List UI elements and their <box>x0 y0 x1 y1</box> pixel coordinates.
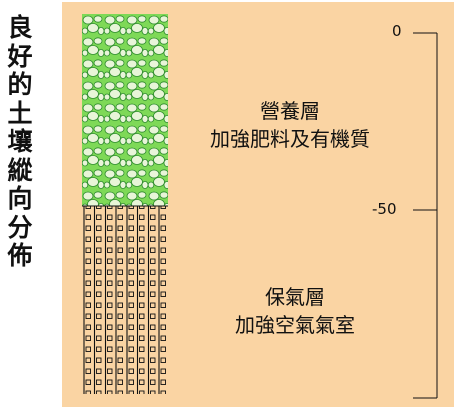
tick-label-0: 0 <box>392 22 402 40</box>
nutrient-layer-desc: 加強肥料及有機質 <box>210 127 370 151</box>
soil-column <box>82 14 168 394</box>
air-layer-name: 保氣層 <box>265 285 325 309</box>
nutrient-layer-name: 營養層 <box>260 99 320 123</box>
nutrient-layer-label: 營養層 加強肥料及有機質 <box>185 97 395 153</box>
tick-label-50: -50 <box>372 200 397 218</box>
air-layer-desc: 加強空氣氣室 <box>235 313 355 337</box>
depth-scale <box>413 32 438 399</box>
air-layer <box>82 206 168 394</box>
page-title: 良好的土壤縱向分佈 <box>7 13 33 270</box>
nutrient-layer <box>82 14 168 206</box>
air-layer-label: 保氣層 加強空氣氣室 <box>205 283 385 339</box>
